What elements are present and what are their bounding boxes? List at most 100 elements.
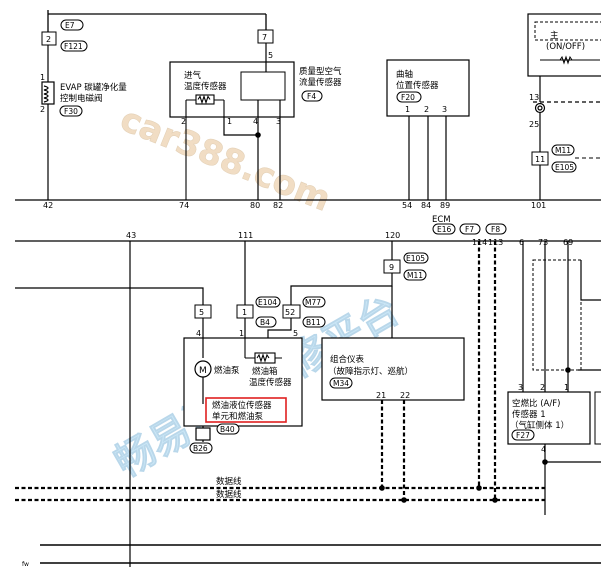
ecm-pin-82: 82 (273, 201, 283, 210)
fuel-pump-motor (194, 338, 212, 404)
evap-label-2: 控制电磁阀 (60, 93, 103, 104)
ecm-label: ECM (432, 215, 451, 225)
evap-valve (41, 45, 55, 200)
ignition-switch (527, 13, 601, 77)
top-bus (47, 10, 267, 34)
switch-resistor (540, 55, 600, 65)
ecm-pin-73: 73 (538, 238, 548, 247)
ecm-pin-101: 101 (531, 201, 546, 210)
pin-5-mid: 5 (199, 308, 204, 317)
conn-b11-label: B11 (306, 318, 321, 327)
ecm-pin-111: 111 (238, 231, 253, 240)
conn-m77-label: M77 (305, 298, 321, 307)
conn-e105-top-label: E105 (555, 163, 574, 172)
pin-5-top: 5 (268, 51, 273, 60)
pin-1-af: 1 (564, 383, 569, 392)
conn-f8 (485, 223, 507, 235)
pin-1-iat: 1 (227, 117, 232, 126)
can-datalines (15, 241, 548, 502)
conn-m77 (302, 296, 326, 308)
conn-m34-label: M34 (333, 379, 349, 388)
pin-1-mid: 1 (242, 308, 247, 317)
af-heater-dashed (532, 259, 582, 371)
ecm-pin-84: 84 (421, 201, 431, 210)
meter-label-1: 组合仪表 (330, 354, 365, 365)
conn-e7-label: E7 (65, 21, 75, 30)
conn-e105-mid (403, 252, 429, 264)
conn-m11-mid (403, 269, 427, 281)
af-label-2: 传感器 1 (512, 409, 546, 420)
footer-mark: fw (22, 561, 29, 567)
af-sensor-wires (522, 241, 569, 515)
maf-wires (223, 100, 281, 200)
pin-52: 52 (285, 308, 295, 317)
evap-label-1: EVAP 碳罐净化量 (60, 82, 127, 93)
pin-2-evap: 2 (40, 105, 45, 114)
conn-f20-label: F20 (401, 93, 415, 102)
ckp-label-1: 曲轴 (396, 69, 413, 80)
conn-f27 (511, 429, 535, 441)
maf-label-2: 流量传感器 (299, 77, 342, 88)
conn-b40 (216, 423, 240, 435)
fuel-tank-thermistor (244, 338, 282, 364)
pin-2-ckp: 2 (424, 105, 429, 114)
fuel-tank-temp-label-2: 温度传感器 (249, 377, 292, 388)
pin-3-ckp: 3 (442, 105, 447, 114)
af-label-1: 空燃比 (A/F) (512, 398, 560, 409)
conn-f7-label: F7 (465, 225, 474, 234)
ecm-pin-42: 42 (43, 201, 53, 210)
pin-2-iat: 2 (181, 117, 186, 126)
pin-7-top: 7 (262, 33, 267, 42)
conn-b4-label: B4 (260, 318, 270, 327)
conn-m34 (329, 377, 353, 389)
combination-meter (321, 337, 465, 401)
switch-label-1: 主 (550, 30, 559, 41)
conn-f4 (301, 90, 323, 102)
dataline-label-2: 数据线 (216, 489, 242, 500)
junction-can-4 (492, 497, 498, 503)
conn-m11-top-label: M11 (555, 146, 571, 155)
ecm-pin-74: 74 (179, 201, 189, 210)
conn-f4-label: F4 (307, 92, 316, 101)
af-right-wire (578, 260, 601, 371)
conn-e16-label: E16 (437, 225, 452, 234)
pin-3-maf: 3 (276, 117, 281, 126)
iat-thermistor (185, 94, 225, 200)
pin-2-left: 2 (46, 35, 51, 44)
pin-1-pump: 1 (239, 329, 244, 338)
bottom-bus (40, 544, 601, 564)
pin-1-evap: 1 (40, 73, 45, 82)
pin-11: 11 (535, 155, 545, 164)
conn-b4 (255, 316, 277, 328)
pin-21: 21 (376, 391, 386, 400)
switch-output (533, 76, 601, 152)
junction-can-3 (476, 485, 482, 491)
conn-b26 (189, 442, 213, 454)
ecm-pin-89: 89 (440, 201, 450, 210)
conn-f20 (396, 91, 422, 103)
fuel-level-unit (183, 337, 303, 427)
pin-4-maf: 4 (253, 117, 258, 126)
conn-b40-label: B40 (220, 425, 235, 434)
conn-b11 (302, 316, 326, 328)
pin-25: 25 (529, 120, 539, 129)
conn-f30-label: F30 (64, 107, 78, 116)
ecm-pin-6: 6 (519, 238, 524, 247)
conn-f27-label: F27 (516, 431, 530, 440)
fuel-pump-m: M (199, 366, 207, 376)
maf-element (240, 71, 286, 101)
pin-5-pump: 5 (293, 329, 298, 338)
conn-e105-mid-label: E105 (406, 254, 425, 263)
pin-3-af: 3 (518, 383, 523, 392)
ecm-pin-54: 54 (402, 201, 412, 210)
fuel-tank-temp-label-1: 燃油箱 (252, 366, 278, 377)
conn-m11-top (551, 144, 575, 156)
pump-ground (195, 426, 211, 442)
ecm-pin-80: 80 (250, 201, 260, 210)
conn-e16 (432, 223, 456, 235)
wire-meter-feed (290, 273, 393, 338)
pin-4-pump: 4 (196, 329, 201, 338)
pin-4-af: 4 (541, 445, 546, 454)
af-label-3: （气缸侧体 1） (510, 420, 569, 431)
iat-label-2: 温度传感器 (184, 81, 227, 92)
